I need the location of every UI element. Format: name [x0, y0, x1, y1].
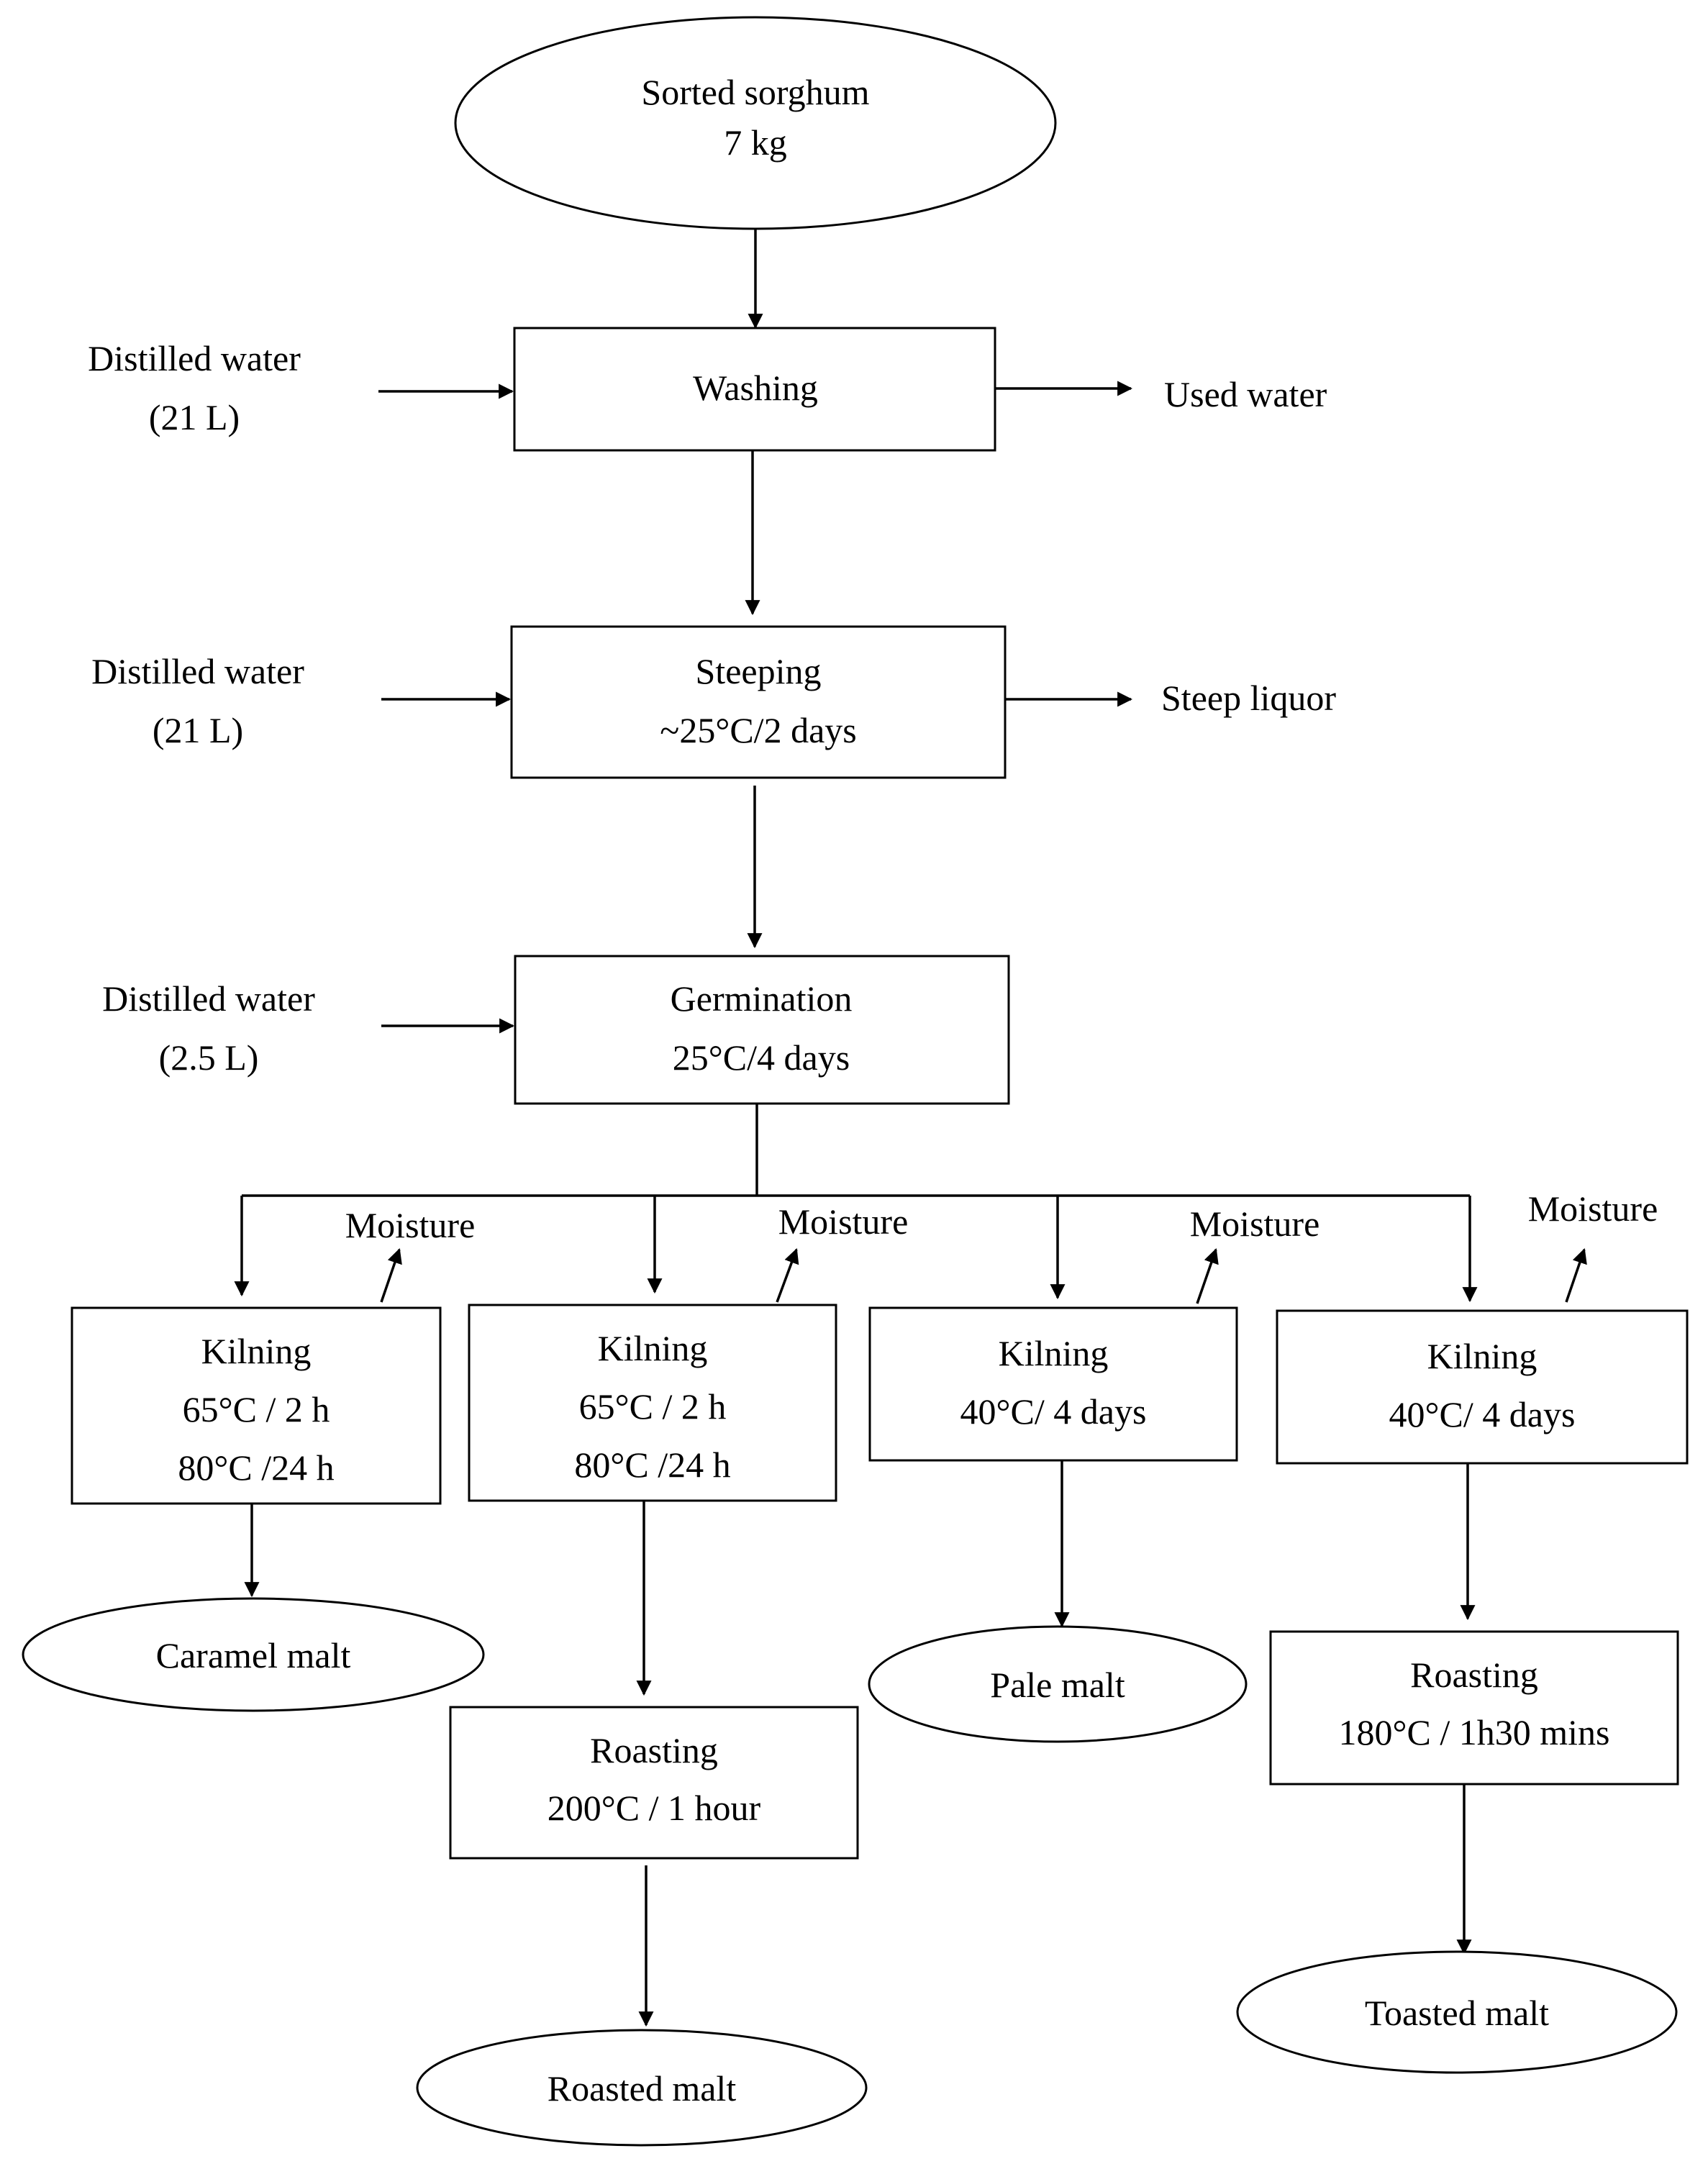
steeping-input-volume: (21 L) [153, 710, 243, 750]
roasted-malt-node [416, 2029, 868, 2147]
caramel-malt-node [22, 1597, 485, 1712]
branch-4-moisture-arrow [1565, 1248, 1587, 1303]
used-water-label: Used water [1164, 374, 1327, 414]
branch-4-roasting-label: Roasting [1410, 1655, 1538, 1695]
branch-4-roasting-box [1269, 1630, 1679, 1786]
branch-3-kilning-label: Kilning [999, 1333, 1109, 1373]
branch-1-moisture-label: Moisture [345, 1205, 476, 1245]
steep-liquor-label: Steep liquor [1161, 678, 1336, 718]
branch-1-moisture-arrow [380, 1248, 402, 1303]
germination-conditions: 25°C/4 days [673, 1037, 850, 1078]
branch-3-kilning-conditions: 40°C/ 4 days [960, 1391, 1147, 1432]
branch-2-kilning-stage-2: 80°C /24 h [574, 1445, 730, 1485]
germination-label: Germination [671, 978, 853, 1019]
germination-input-label: Distilled water [102, 978, 315, 1019]
toasted-malt-label: Toasted malt [1365, 1993, 1549, 2033]
washing-box [513, 327, 996, 452]
branch-1-kilning-stage-2: 80°C /24 h [178, 1447, 334, 1488]
washing-label: Washing [693, 368, 818, 408]
branch-2-kilning-label: Kilning [598, 1328, 708, 1368]
branch-3-moisture-label: Moisture [1190, 1204, 1320, 1244]
toasted-malt-node [1236, 1950, 1678, 2074]
germination-box [514, 955, 1010, 1105]
branch-3-kilning-box [868, 1306, 1238, 1462]
steeping-input-label: Distilled water [91, 651, 304, 691]
branch-2-moisture-label: Moisture [778, 1201, 909, 1242]
roasted-malt-label: Roasted malt [548, 2068, 737, 2109]
branch-1-kilning-box [71, 1306, 442, 1505]
branch-4-kilning-label: Kilning [1427, 1336, 1537, 1376]
branch-2-roasting-box [449, 1706, 859, 1860]
pale-malt-label: Pale malt [990, 1665, 1125, 1705]
branch-2-kilning-stage-1: 65°C / 2 h [579, 1386, 727, 1427]
steeping-conditions: ~25°C/2 days [660, 710, 856, 750]
pale-malt-node [868, 1625, 1248, 1743]
branch-4-kilning-conditions: 40°C/ 4 days [1389, 1394, 1576, 1434]
washing-input-label: Distilled water [88, 338, 301, 378]
branch-4-roasting-conditions: 180°C / 1h30 mins [1339, 1712, 1610, 1752]
caramel-malt-label: Caramel malt [156, 1635, 351, 1675]
steeping-box [510, 625, 1007, 779]
branch-3-moisture-arrow [1196, 1248, 1219, 1304]
sorted-sorghum-label: Sorted sorghum [641, 72, 869, 112]
washing-input-volume: (21 L) [149, 397, 240, 437]
branch-2-roasting-conditions: 200°C / 1 hour [548, 1788, 761, 1828]
branch-1-kilning-stage-1: 65°C / 2 h [183, 1389, 330, 1429]
branch-1-kilning-label: Kilning [201, 1331, 312, 1371]
branch-2-kilning-box [468, 1304, 837, 1502]
sorted-sorghum-quantity: 7 kg [724, 122, 787, 163]
steeping-label: Steeping [696, 651, 822, 691]
germination-input-volume: (2.5 L) [159, 1037, 259, 1078]
branch-4-moisture-label: Moisture [1528, 1188, 1658, 1229]
branch-4-kilning-box [1276, 1309, 1689, 1465]
branch-2-roasting-label: Roasting [590, 1730, 718, 1770]
branch-2-moisture-arrow [776, 1248, 799, 1303]
